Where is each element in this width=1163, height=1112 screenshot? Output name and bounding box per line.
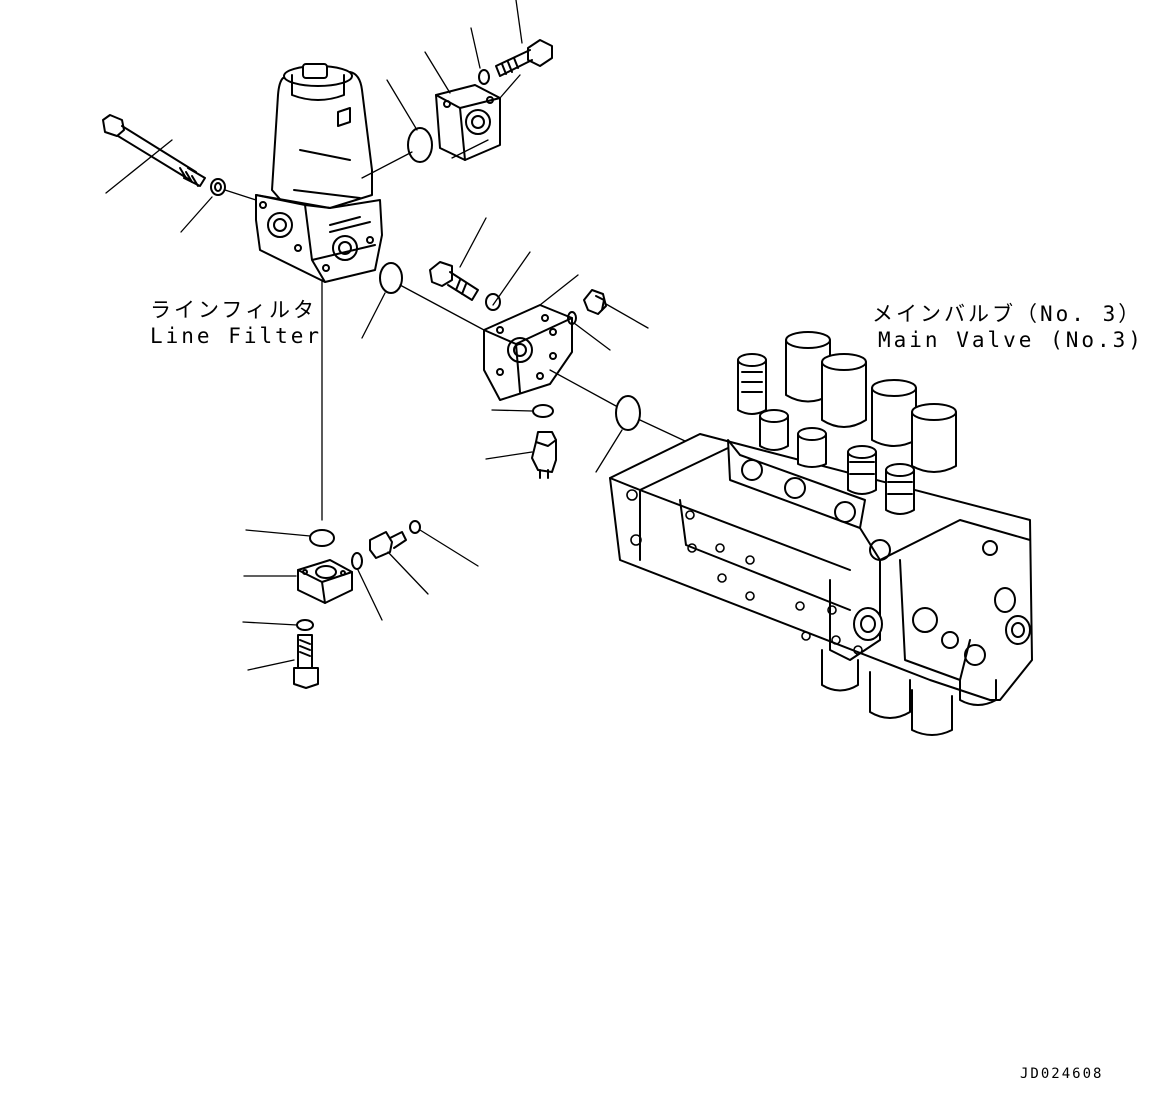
split-flange-top — [436, 85, 500, 160]
main-valve-label-en: Main Valve (No.3) — [878, 328, 1144, 352]
adapter — [370, 532, 406, 558]
split-flange-small — [298, 560, 352, 603]
pressure-switch — [532, 432, 556, 478]
o-ring — [408, 128, 432, 162]
o-ring — [568, 312, 576, 324]
o-ring — [352, 553, 362, 569]
line-filter — [256, 64, 382, 282]
bolt-top — [496, 40, 552, 76]
bolt-small — [294, 635, 318, 688]
line-filter-label-jp: ラインフィルタ — [150, 298, 317, 322]
washer — [486, 294, 500, 310]
o-ring — [380, 263, 402, 293]
o-ring — [533, 405, 553, 417]
line-filter-label-en: Line Filter — [150, 324, 323, 348]
o-ring — [410, 521, 420, 533]
bolt-mid — [430, 262, 478, 300]
o-ring — [616, 396, 640, 430]
flange-block — [484, 305, 572, 400]
main-valve — [610, 332, 1032, 735]
drawing-code: JD024608 — [1020, 1066, 1104, 1082]
plug — [584, 290, 606, 314]
main-valve-label-jp: メインバルブ（No. 3） — [872, 302, 1143, 326]
washer — [297, 620, 313, 630]
washer — [479, 70, 489, 84]
washer — [211, 179, 225, 195]
long-bolt — [103, 115, 205, 186]
o-ring — [310, 530, 334, 546]
